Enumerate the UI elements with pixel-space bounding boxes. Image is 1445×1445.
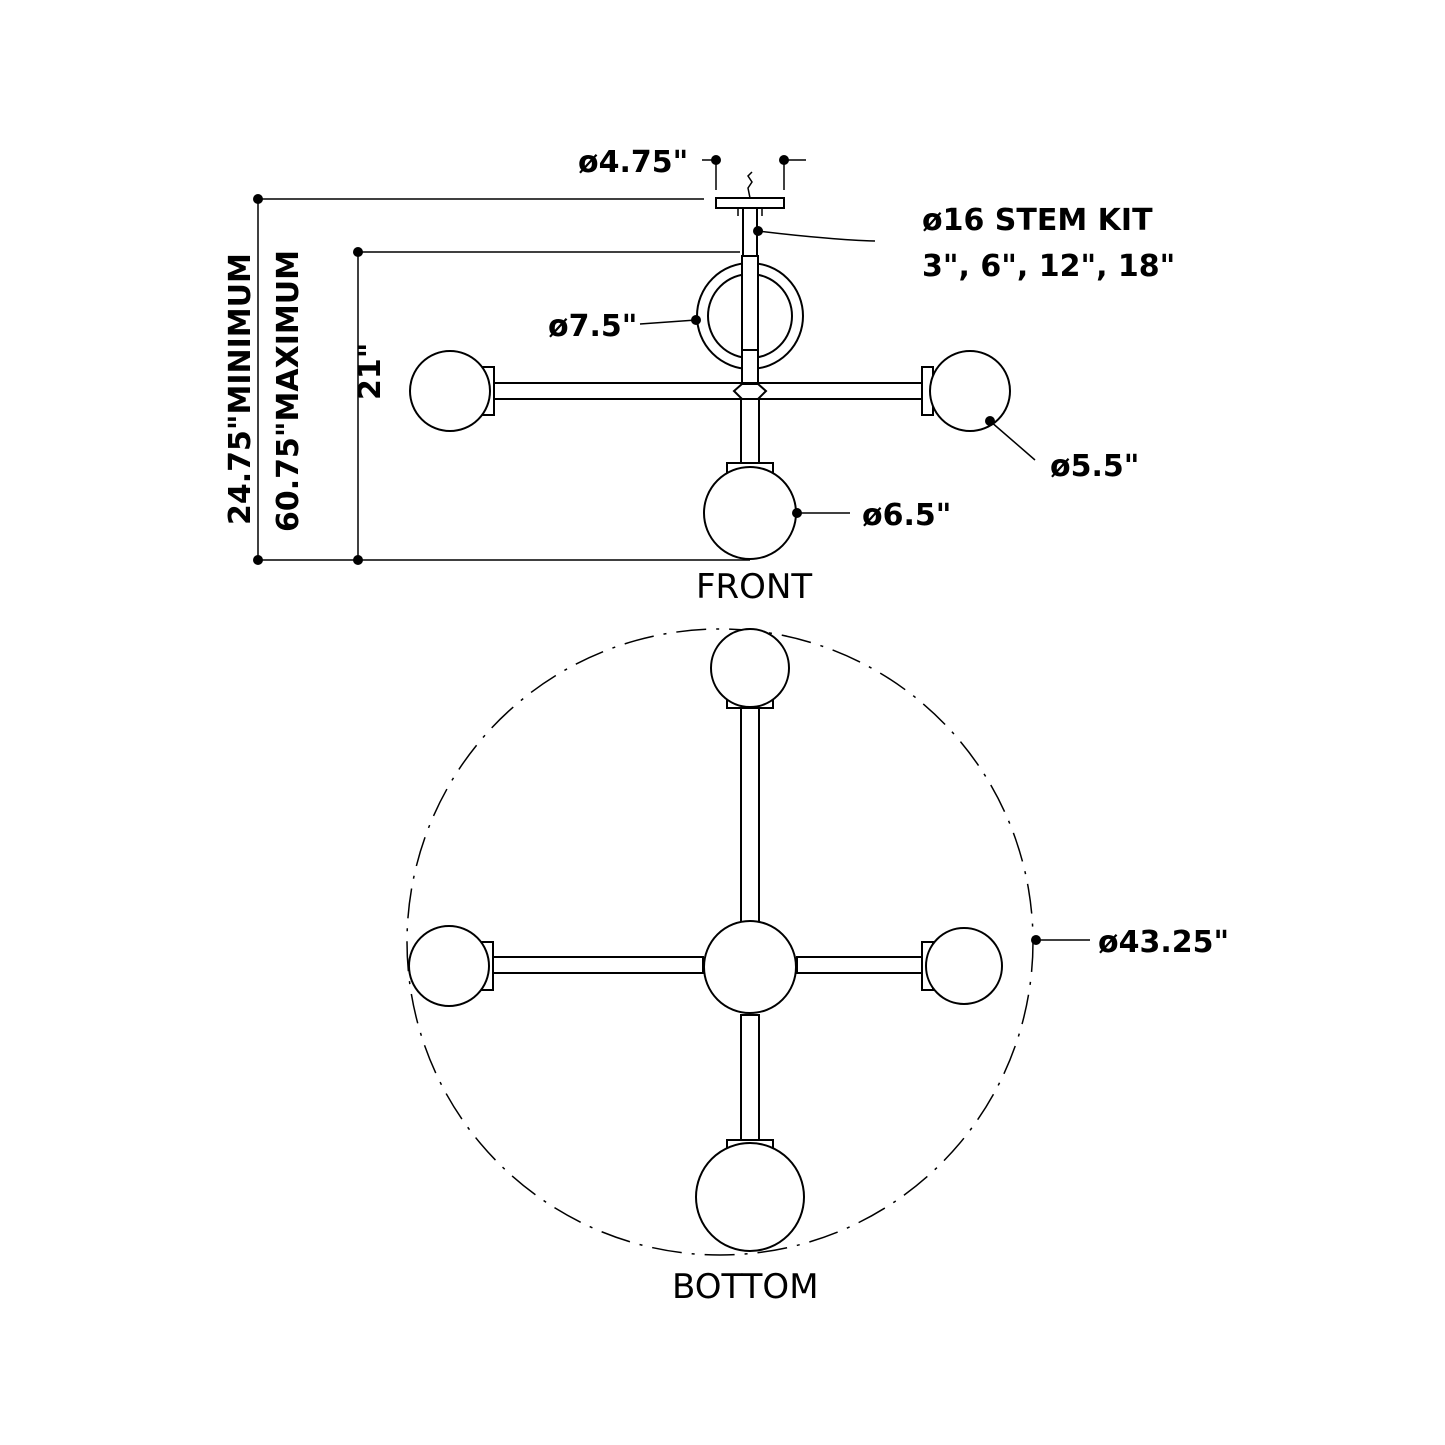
stem-kit-label-2: 3", 6", 12", 18" [922, 249, 1175, 284]
ring-diameter-label: ø7.5" [548, 309, 637, 344]
bottom-view [406, 628, 1034, 1256]
right-globe [929, 350, 1011, 432]
top-globe [710, 628, 790, 708]
bottom-large-globe [695, 1142, 805, 1252]
small-globe-diameter-label: ø5.5" [1050, 449, 1139, 484]
spread-diameter-label: ø43.25" [1098, 925, 1229, 960]
front-view-title: FRONT [696, 567, 812, 607]
arm-left [492, 956, 704, 974]
front-view [409, 171, 1011, 560]
center-hub [703, 920, 797, 1014]
left-globe [409, 350, 491, 432]
stem-kit-label-1: ø16 STEM KIT [922, 203, 1153, 238]
canopy-diameter-label: ø4.75" [578, 145, 688, 180]
body-upper [741, 255, 759, 385]
arm-bottom [740, 1014, 760, 1141]
canopy [715, 197, 785, 209]
body-lower [740, 398, 760, 464]
arm-top [740, 707, 760, 924]
front-dimensions [253, 155, 1036, 565]
overall-max-label: 60.75"MAXIMUM [271, 250, 306, 532]
large-globe-diameter-label: ø6.5" [862, 498, 951, 533]
bottom-dimensions [1031, 935, 1090, 945]
arm-right [796, 956, 923, 974]
bottom-right-globe [925, 927, 1003, 1005]
bottom-view-title: BOTTOM [672, 1267, 819, 1307]
canopy-wire [747, 171, 753, 199]
bottom-globe [703, 466, 797, 560]
cross-hub [732, 383, 768, 400]
fixture-height-label: 21" [353, 343, 388, 400]
bottom-left-globe [408, 925, 490, 1007]
arm-horizontal [493, 382, 923, 400]
overall-min-label: 24.75"MINIMUM [223, 253, 258, 525]
